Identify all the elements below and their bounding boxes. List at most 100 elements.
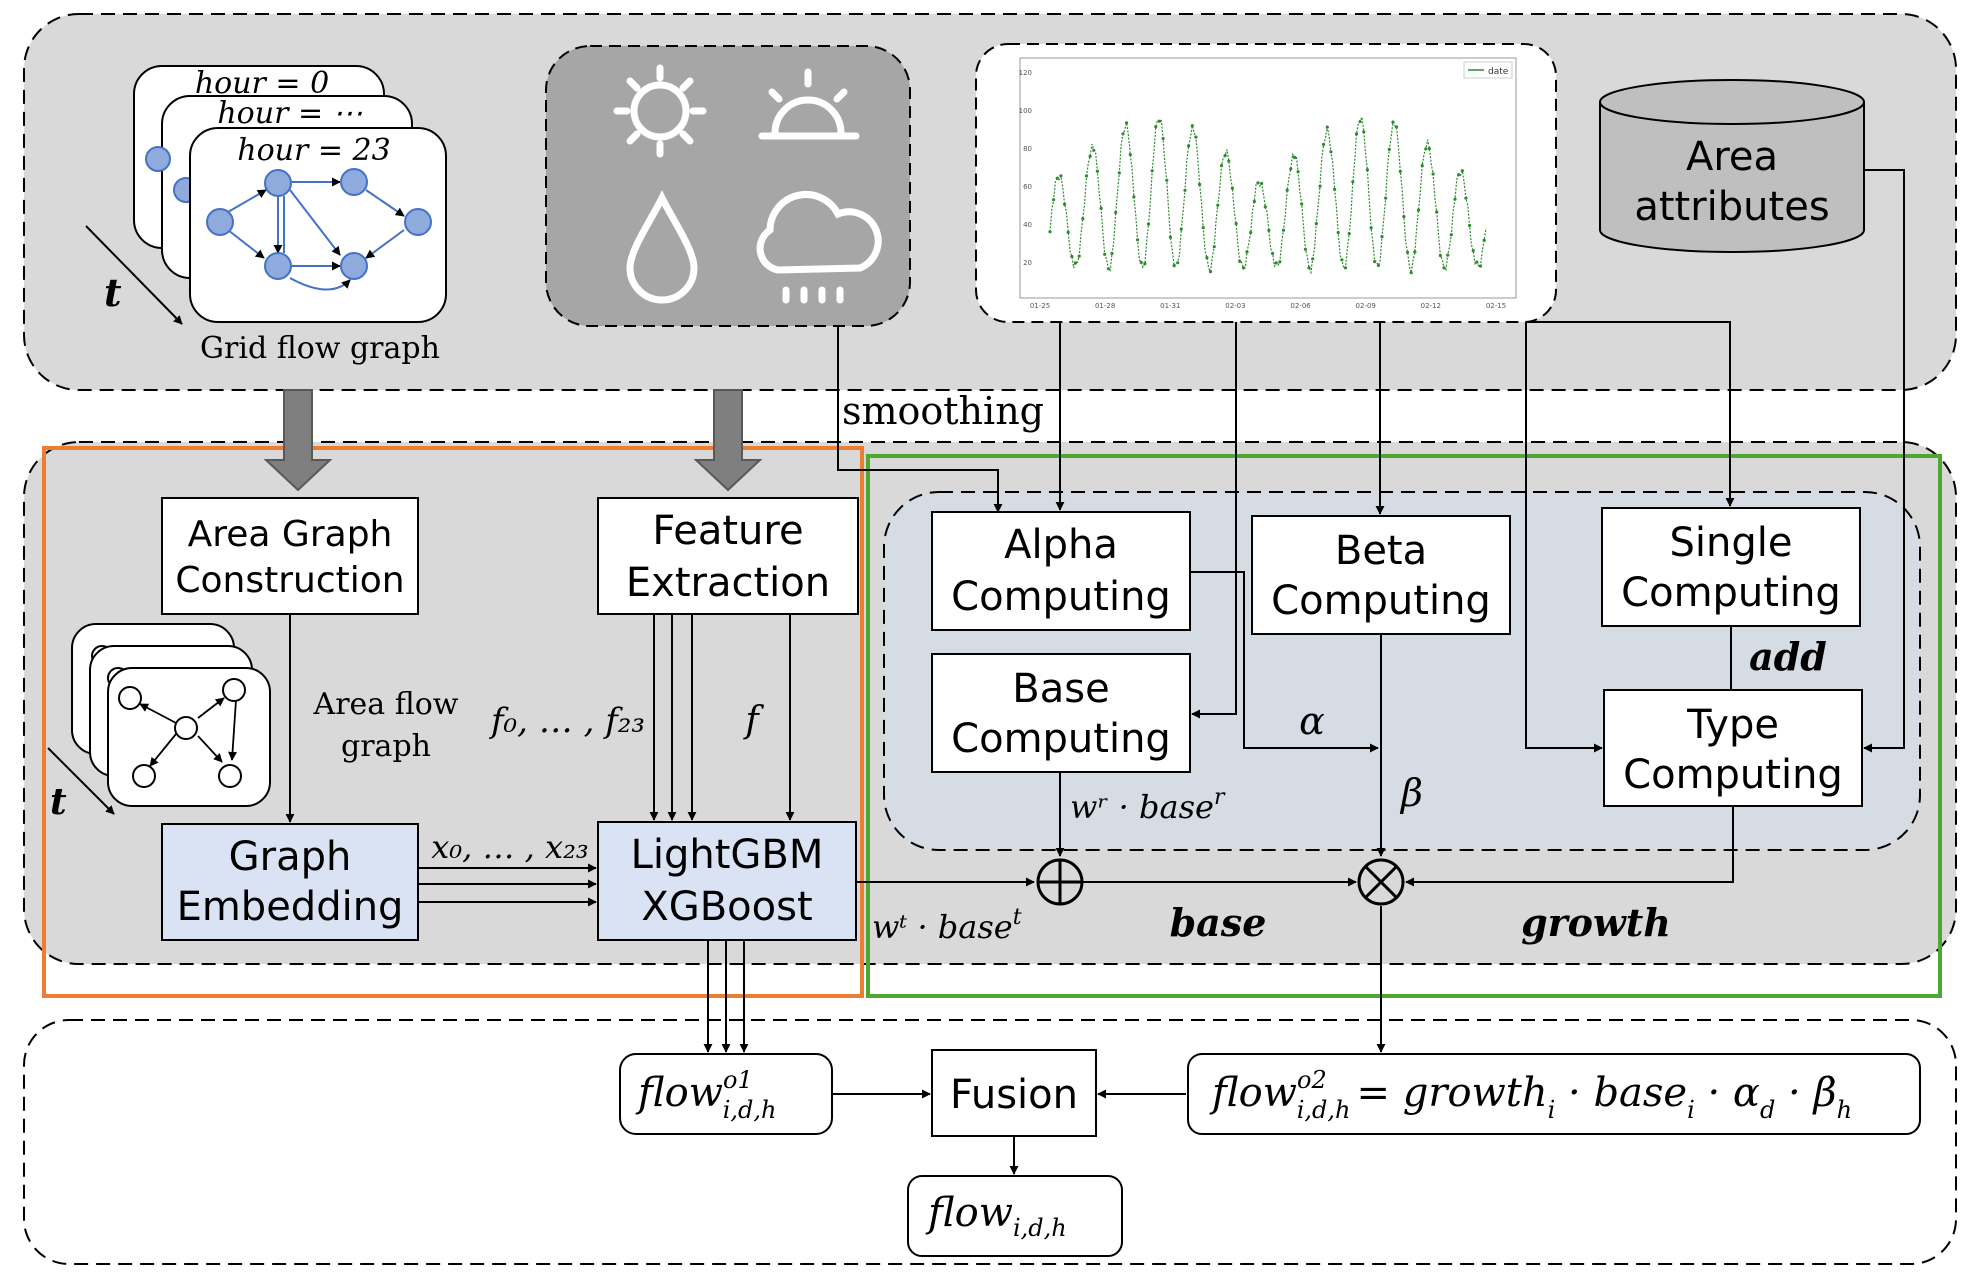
mini-chart-x-tick: 02-12 (1421, 302, 1441, 310)
mini-chart-points (1048, 119, 1486, 275)
mini-chart-point (1333, 187, 1337, 191)
mini-chart-point (1179, 227, 1183, 231)
mini-chart-frame (1019, 57, 1517, 299)
mini-chart-point (1376, 263, 1380, 267)
mini-chart-point (1081, 217, 1085, 221)
mini-chart-point (1216, 203, 1220, 207)
time-series-panel-bg (975, 43, 1557, 323)
mini-chart-point (1453, 197, 1457, 201)
mini-chart-point (1482, 238, 1486, 242)
mini-chart-point (1446, 253, 1450, 257)
weather-down-arrow (693, 389, 763, 492)
final-flow-box (907, 1175, 1123, 1257)
mini-chart-point (1219, 164, 1224, 168)
mini-chart-legend-label: date (1488, 67, 1509, 77)
base-computing-line2: Computing (951, 716, 1171, 762)
mini-chart-point (1442, 266, 1446, 270)
area-graph-construction-line1: Area Graph (188, 514, 393, 555)
feature-extraction-box (597, 497, 859, 615)
type-computing-line1: Type (1686, 702, 1779, 748)
model-line1: LightGBM (631, 832, 824, 878)
mini-chart-point (1157, 119, 1162, 123)
mini-chart-x-tick: 02-06 (1290, 302, 1311, 310)
mini-chart-point (1292, 155, 1297, 160)
mini-chart-y-tick: 40 (1023, 221, 1032, 229)
mini-chart-point (1110, 251, 1114, 256)
mini-chart-point (1205, 256, 1209, 260)
mini-chart-point (1435, 210, 1439, 214)
area-graph-construction-line2: Construction (175, 560, 404, 601)
mini-chart-point (1198, 182, 1202, 186)
mini-chart-point (1449, 233, 1453, 237)
feature-extraction-line1: Feature (652, 508, 803, 554)
mini-chart-point (1150, 169, 1154, 173)
mini-chart-point (1347, 232, 1351, 236)
mini-chart-point (1088, 154, 1092, 158)
mini-chart-point (1380, 235, 1384, 239)
mini-chart-x-tick: 01-28 (1095, 302, 1115, 310)
f-range-label: f₀, … , f₂₃ (488, 701, 645, 741)
mini-chart-point (1300, 202, 1304, 206)
mini-chart-point (1311, 257, 1315, 261)
mini-chart-point (1154, 125, 1158, 129)
mini-chart-point (1059, 174, 1063, 178)
grid-node (264, 252, 292, 280)
mini-chart-point (1373, 260, 1377, 264)
mini-chart-point (1176, 261, 1180, 265)
mini-chart-point (1438, 253, 1442, 258)
mini-chart-point (1143, 262, 1147, 266)
mini-chart-point (1201, 226, 1205, 230)
mini-chart-point (1271, 251, 1275, 256)
mini-chart-point (1128, 153, 1132, 157)
mini-chart-point (1073, 261, 1078, 265)
mini-chart-point (1234, 222, 1238, 226)
smoothing-label: smoothing (842, 389, 1044, 433)
mini-chart-x-tick: 02-15 (1486, 302, 1506, 310)
mini-chart-point (1245, 250, 1249, 254)
mini-chart-point (1336, 230, 1340, 235)
mini-chart-point (1369, 226, 1373, 230)
mini-chart-point (1351, 180, 1355, 184)
feature-extraction-line2: Extraction (626, 560, 830, 606)
mini-chart-point (1358, 120, 1362, 124)
mini-chart-point (1139, 260, 1143, 264)
orange-module-border (42, 446, 864, 998)
mini-chart-point (1354, 132, 1359, 136)
mini-chart-point (1362, 130, 1366, 134)
mini-chart-point (1161, 136, 1165, 141)
mini-chart-point (1238, 259, 1242, 263)
mini-chart-point (1183, 188, 1187, 192)
mini-chart-point (1307, 266, 1311, 270)
wt-base-label: wᵗ · baset (872, 905, 1022, 946)
area-flow-graph-label-line1: Area flow (313, 687, 459, 722)
area-attributes-database: Area attributes (1599, 79, 1865, 253)
mini-chart-point (1285, 188, 1289, 192)
mini-chart-point (1208, 270, 1213, 274)
mini-chart-point (1165, 178, 1169, 182)
grid-flow-graph-stack: hour = 0 hour = ⋯ hour = 23 t Grid flow (85, 65, 447, 366)
grid-node (145, 146, 171, 172)
mini-chart-point (1136, 238, 1140, 242)
x-range-label: x₀, … , x₂₃ (431, 828, 588, 866)
sunrise-icon (758, 68, 860, 140)
grid-time-label: t (104, 270, 122, 315)
growth-label: growth (1521, 900, 1671, 945)
grid-card-middle-label: hour = ⋯ (217, 96, 362, 131)
add-label: add (1749, 634, 1827, 679)
mini-chart-point (1402, 215, 1406, 219)
mini-chart-point (1168, 235, 1172, 239)
mini-chart-point (1190, 124, 1194, 128)
mini-chart-point (1314, 222, 1318, 226)
mini-chart-point (1420, 164, 1424, 168)
flow-o2-box (1187, 1053, 1921, 1135)
mini-chart-point (1424, 147, 1428, 151)
area-attributes-label-line2: attributes (1634, 184, 1829, 230)
mini-chart-point (1468, 223, 1472, 228)
base-label: base (1170, 900, 1267, 945)
mini-chart-point (1194, 135, 1198, 139)
mini-chart-point (1052, 198, 1056, 202)
mini-chart-y-tick: 120 (1019, 69, 1032, 77)
